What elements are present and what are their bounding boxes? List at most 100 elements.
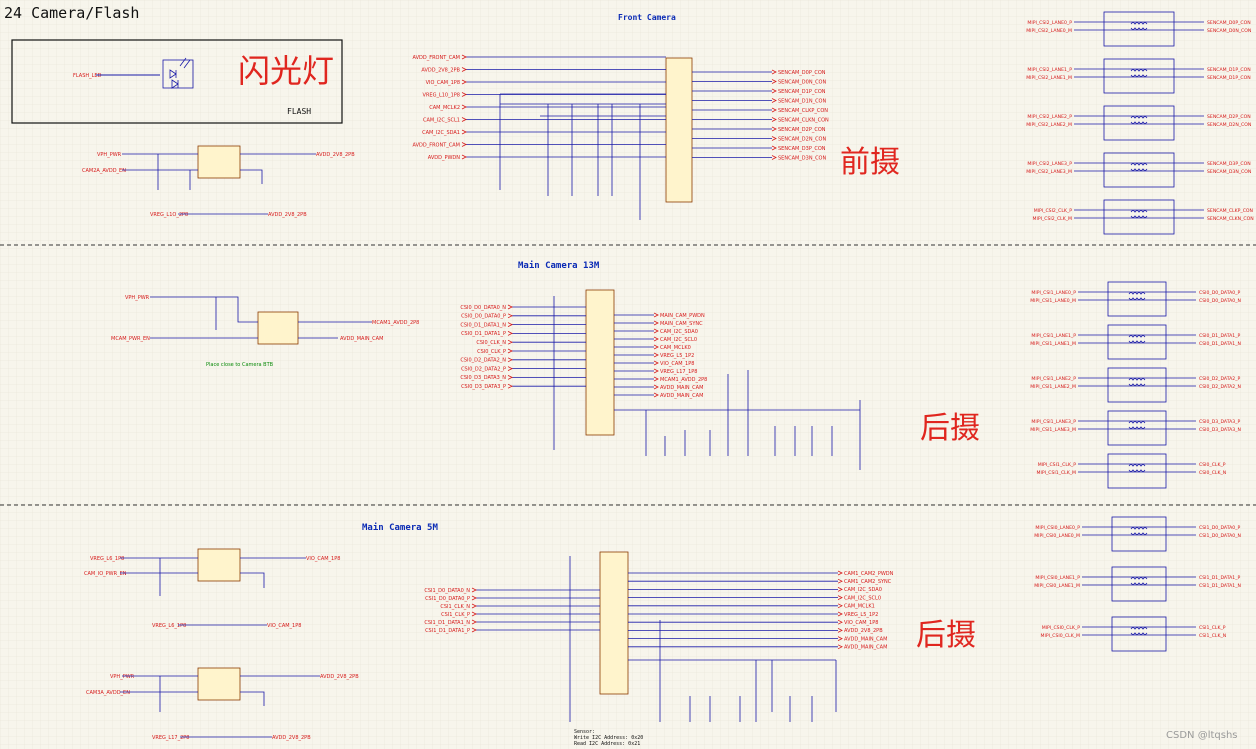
net-label: SENCAM_D1N_CON: [778, 98, 826, 104]
main13-connector-left-nets: CSI0_D0_DATA0_NCSI0_D0_DATA0_PCSI0_D1_DA…: [460, 304, 586, 390]
filter-wires: [1078, 377, 1196, 387]
filter-out-n: CSI1_D1_DATA1_N: [1199, 583, 1241, 589]
front-ldo-in1: VPH_PWR: [97, 152, 122, 158]
filter-in-n: MIPI_CSI2_CLK_M: [1033, 216, 1073, 222]
front-ldo-out: AVDD_2V8_2PB: [316, 152, 355, 158]
filter-out-p: SENCAM_D2P_CON: [1207, 114, 1251, 120]
filter-in-n: MIPI_CSI0_LANE0_M: [1034, 533, 1080, 539]
net-label: CSI0_D1_DATA1_N: [460, 322, 506, 328]
main13-ldo-in2: MCAM_PWR_EN: [111, 336, 150, 342]
common-mode-filter[interactable]: MIPI_CSI2_LANE1_PMIPI_CSI2_LANE1_MSENCAM…: [1026, 58, 1251, 94]
main13-connector-right-nets: MAIN_CAM_PWDNMAIN_CAM_SYNCCAM_I2C_SDA0CA…: [614, 312, 707, 399]
filter-out-n: CSI0_D1_DATA1_N: [1199, 341, 1241, 347]
common-mode-filter[interactable]: MIPI_CSI1_CLK_PMIPI_CSI1_CLK_MCSI0_CLK_P…: [1037, 453, 1227, 489]
net-port-icon: [771, 136, 777, 141]
net-port-icon: [471, 595, 477, 601]
net-port-icon: [771, 107, 777, 113]
filter-out-n: CSI0_D0_DATA0_N: [1199, 298, 1241, 304]
main5-ldo1[interactable]: VREG_L6_1P8 CAM_IO_PWR_EN VIO_CAM_1P8 VR…: [84, 548, 340, 629]
main5-ldo1-bottom-in: VREG_L6_1P8: [152, 623, 186, 629]
main13-label-cn: 后摄: [920, 411, 980, 446]
main13-camera[interactable]: Main Camera 13M 后摄 CSI0_D0_DATA0_NCSI0_D…: [460, 260, 980, 470]
filter-frame: [1111, 516, 1167, 552]
net-label: CSI0_D3_DATA3_N: [460, 375, 506, 381]
common-mode-filter[interactable]: MIPI_CSI0_CLK_PMIPI_CSI0_CLK_MCSI1_CLK_P…: [1041, 616, 1227, 652]
filter-out-p: SENCAM_D3P_CON: [1207, 161, 1251, 167]
net-label: CSI0_D3_DATA3_P: [461, 384, 506, 390]
common-mode-filter[interactable]: MIPI_CSI2_LANE0_PMIPI_CSI2_LANE0_MSENCAM…: [1026, 11, 1251, 47]
main5-ldo2-in1: VPH_PWR: [110, 674, 135, 680]
filter-out-n: CSI1_D0_DATA0_N: [1199, 533, 1241, 539]
front-ldo[interactable]: VPH_PWR CAM2A_AVDD_EN AVDD_2V8_2PB VREG_…: [82, 145, 355, 218]
net-port-icon: [461, 54, 467, 60]
front-camera-title: Front Camera: [618, 13, 676, 22]
net-port-icon: [507, 357, 513, 363]
filter-out-p: SENCAM_D0P_CON: [1207, 20, 1251, 26]
net-port-icon: [471, 611, 477, 617]
net-label: CSI1_D0_DATA0_P: [425, 596, 470, 602]
main13-connector: [585, 289, 615, 436]
flash-label-cn: 闪光灯: [238, 52, 334, 90]
filter-frame: [1103, 11, 1175, 47]
net-port-icon: [653, 368, 659, 374]
front-camera[interactable]: Front Camera 前摄 AVDD_FRONT_CAMAVDD_2V8_2…: [412, 13, 900, 220]
net-label: CSI0_D2_DATA2_P: [461, 366, 506, 372]
main13-mipi-filters[interactable]: MIPI_CSI1_LANE0_PMIPI_CSI1_LANE0_MCSI0_D…: [1030, 281, 1241, 489]
filter-out-n: CSI0_D2_DATA2_N: [1199, 384, 1241, 390]
filter-in-n: MIPI_CSI1_LANE3_M: [1030, 427, 1076, 433]
front-camera-label-cn: 前摄: [840, 145, 900, 180]
filter-out-n: SENCAM_CLKN_CON: [1207, 216, 1254, 222]
net-port-icon: [837, 570, 843, 576]
net-port-icon: [837, 595, 843, 600]
net-port-icon: [471, 603, 477, 609]
net-port-icon: [653, 384, 659, 390]
net-label: SENCAM_D0P_CON: [778, 70, 826, 76]
filter-in-n: MIPI_CSI1_LANE2_M: [1030, 384, 1076, 390]
net-label: MCAM1_AVDD_2P8: [660, 377, 707, 383]
common-mode-filter[interactable]: MIPI_CSI0_LANE0_PMIPI_CSI0_LANE0_MCSI1_D…: [1034, 516, 1241, 552]
main13-note: Place close to Camera BTB: [206, 362, 274, 368]
main5-ldo2-in2: CAM3A_AVDD_EN: [86, 690, 130, 696]
net-port-icon: [771, 88, 777, 94]
net-label: CAM_I2C_SDA0: [844, 587, 882, 593]
choke-icon: [1128, 378, 1146, 386]
choke-icon: [1130, 577, 1148, 585]
filter-wires: [1074, 21, 1204, 31]
filter-in-p: MIPI_CSI1_LANE1_P: [1031, 333, 1076, 339]
net-label: MAIN_CAM_SYNC: [660, 321, 703, 327]
common-mode-filter[interactable]: MIPI_CSI2_CLK_PMIPI_CSI2_CLK_MSENCAM_CLK…: [1033, 199, 1254, 235]
net-label: CSI0_CLK_N: [476, 340, 506, 346]
filter-wires: [1074, 68, 1204, 78]
net-port-icon: [507, 339, 513, 345]
main5-ldo1-chip: [197, 548, 241, 582]
common-mode-filter[interactable]: MIPI_CSI1_LANE2_P MIPI_CSI1_LANE2_M CSI0_D…: [1030, 367, 1241, 403]
front-mipi-filters[interactable]: MIPI_CSI2_LANE0_PMIPI_CSI2_LANE0_MSENCAM…: [1026, 11, 1254, 235]
net-port-icon: [837, 619, 843, 625]
net-port-icon: [837, 611, 843, 617]
choke-icon: [1130, 527, 1148, 535]
net-label: SENCAM_D2N_CON: [778, 136, 826, 142]
main5-mipi-filters[interactable]: MIPI_CSI0_LANE0_PMIPI_CSI0_LANE0_MCSI1_D…: [1034, 516, 1241, 652]
filter-out-n: CSI0_CLK_N: [1199, 470, 1226, 476]
filter-in-p: MIPI_CSI1_LANE2_P: [1031, 376, 1076, 382]
common-mode-filter[interactable]: MIPI_CSI1_LANE1_PMIPI_CSI1_LANE1_MCSI0_D…: [1030, 324, 1241, 360]
main5-camera[interactable]: Main Camera 5M 后摄 CSI1_D0_DATA0_NCSI1_D0…: [362, 522, 976, 747]
common-mode-filter[interactable]: MIPI_CSI1_LANE0_PMIPI_CSI1_LANE0_MCSI0_D…: [1030, 281, 1241, 317]
choke-icon: [1128, 335, 1146, 343]
choke-icon: [1128, 421, 1146, 429]
common-mode-filter[interactable]: MIPI_CSI1_LANE3_PMIPI_CSI1_LANE3_MCSI0_D…: [1030, 410, 1241, 446]
common-mode-filter[interactable]: MIPI_CSI2_LANE2_PMIPI_CSI2_LANE2_MSENCAM…: [1026, 105, 1251, 141]
flash-block[interactable]: FLASH_LED 闪光灯 FLASH: [11, 39, 343, 124]
main5-ldo1-bottom-out: VIO_CAM_1P8: [267, 623, 301, 629]
common-mode-filter[interactable]: MIPI_CSI0_LANE1_PMIPI_CSI0_LANE1_MCSI1_D…: [1034, 566, 1241, 602]
filter-in-n: MIPI_CSI1_CLK_M: [1037, 470, 1077, 476]
main5-ldo2[interactable]: VPH_PWR CAM3A_AVDD_EN AVDD_2V8_2PB VREG_…: [86, 667, 359, 741]
main13-ldo[interactable]: VPH_PWR MCAM_PWR_EN MCAM1_AVDD_2P8 AVDD_…: [111, 295, 419, 368]
filter-wires: [1078, 334, 1196, 344]
filter-in-p: MIPI_CSI0_LANE1_P: [1035, 575, 1080, 581]
net-port-icon: [471, 587, 477, 593]
net-label: CSI1_D1_DATA1_N: [424, 620, 470, 626]
common-mode-filter[interactable]: MIPI_CSI2_LANE3_PMIPI_CSI2_LANE3_MSENCAM…: [1026, 152, 1251, 188]
filter-frame: [1111, 616, 1167, 652]
net-label: SENCAM_D0N_CON: [778, 79, 826, 85]
